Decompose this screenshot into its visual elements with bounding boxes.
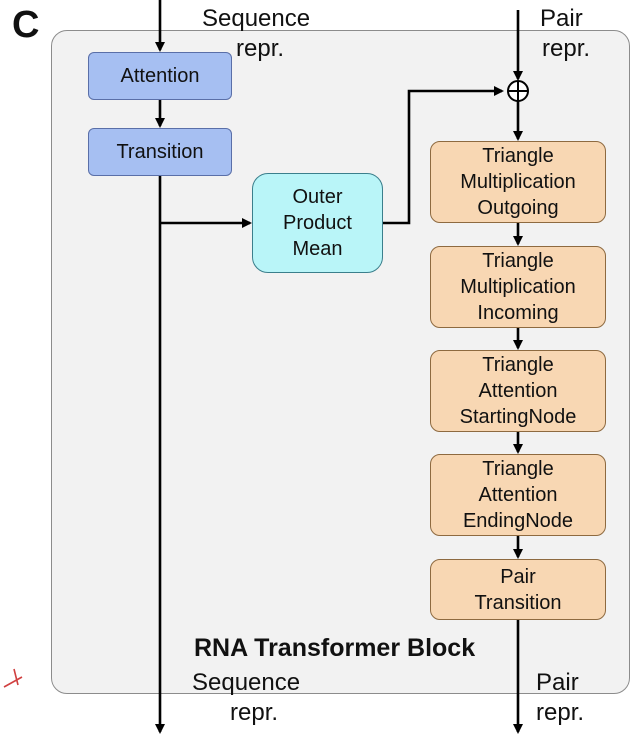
sequence-input-line1: Sequence	[202, 5, 311, 32]
add-icon	[507, 80, 529, 102]
tas-line3: StartingNode	[459, 406, 577, 428]
triangle-multiplication-outgoing-module: Triangle Multiplication Outgoing	[430, 141, 606, 223]
opm-line3: Mean	[292, 238, 343, 260]
sequence-output-line2: repr.	[230, 699, 279, 726]
triangle-attention-ending-node-module: Triangle Attention EndingNode	[430, 454, 606, 536]
tmo-line2: Multiplication	[460, 171, 576, 193]
pair-input-line1: Pair	[540, 5, 583, 32]
pt-line1: Pair	[500, 565, 536, 588]
transition-module: Transition	[88, 128, 232, 176]
block-title: RNA Transformer Block	[194, 634, 476, 662]
tmo-line1: Triangle	[482, 145, 554, 167]
tas-line1: Triangle	[482, 354, 554, 376]
tae-line2: Attention	[478, 484, 558, 506]
transition-label: Transition	[116, 141, 204, 163]
outer-product-mean-module: Outer Product Mean	[252, 173, 383, 273]
sequence-output-label: Sequence repr.	[192, 668, 332, 728]
pair-output-label: Pair repr.	[530, 668, 620, 728]
pair-output-line2: repr.	[536, 699, 585, 726]
pair-output-line1: Pair	[536, 669, 579, 696]
tmi-line2: Multiplication	[460, 276, 576, 298]
tae-line1: Triangle	[482, 458, 554, 480]
tmi-line3: Incoming	[477, 302, 559, 324]
pt-line2: Transition	[474, 591, 562, 614]
sequence-input-line2: repr.	[236, 35, 285, 62]
triangle-attention-starting-node-module: Triangle Attention StartingNode	[430, 350, 606, 432]
attention-module: Attention	[88, 52, 232, 100]
pair-input-line2: repr.	[542, 35, 591, 62]
opm-line2: Product	[283, 212, 352, 234]
triangle-multiplication-incoming-module: Triangle Multiplication Incoming	[430, 246, 606, 328]
opm-line1: Outer	[292, 186, 343, 208]
pair-transition-module: Pair Transition	[430, 559, 606, 620]
tmo-line3: Outgoing	[477, 197, 559, 219]
panel-label: C	[12, 4, 40, 46]
sequence-input-label: Sequence repr.	[196, 4, 336, 64]
tmi-line1: Triangle	[482, 250, 554, 272]
pair-input-label: Pair repr.	[530, 4, 620, 64]
attention-label: Attention	[120, 65, 200, 87]
handwritten-mark-icon	[3, 668, 23, 688]
tae-line3: EndingNode	[462, 510, 574, 532]
sequence-output-line1: Sequence	[192, 669, 301, 696]
opm-to-add-arrow	[383, 86, 504, 225]
tas-line2: Attention	[478, 380, 558, 402]
